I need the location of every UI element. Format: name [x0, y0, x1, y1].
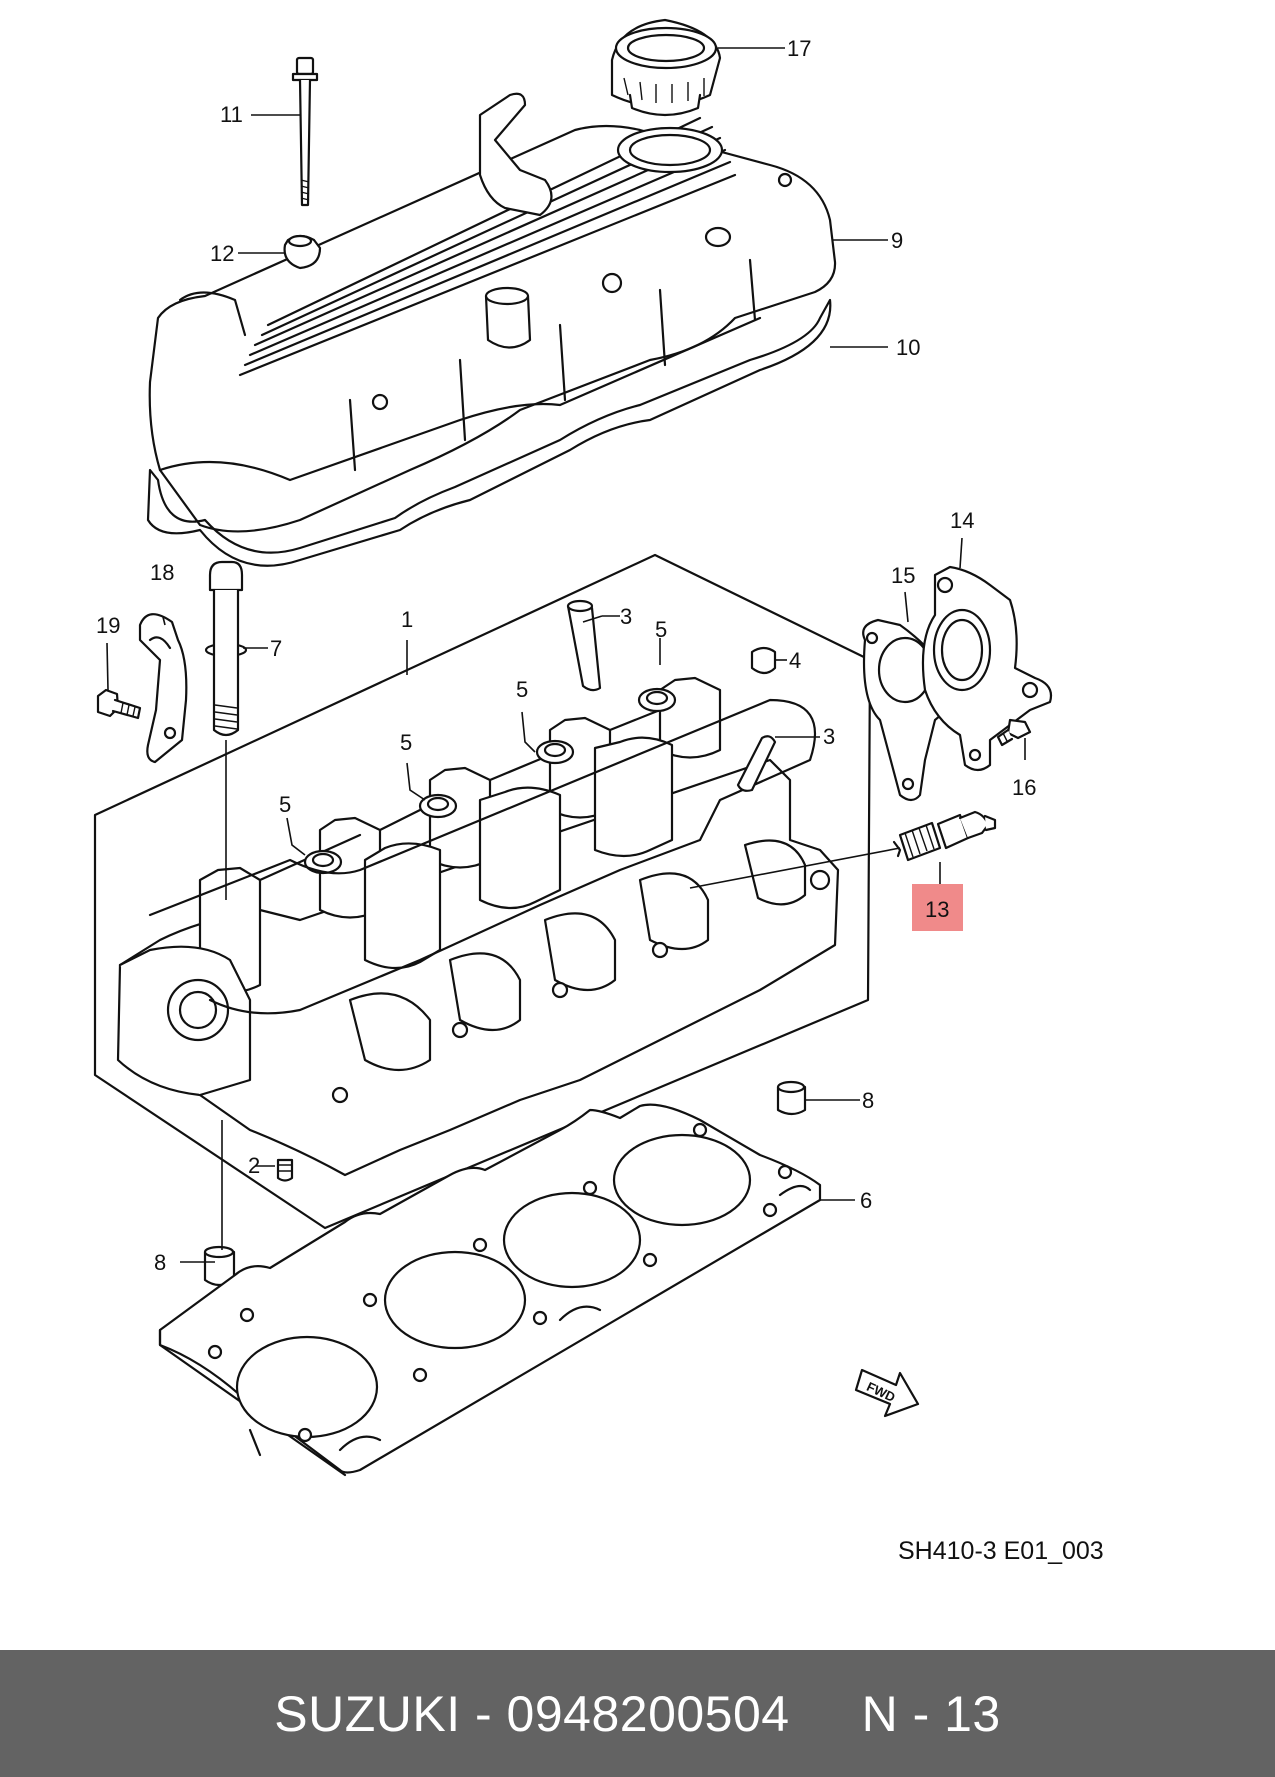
- callout-labels: 17 11 12 9 10 1 3 5 4 5 3 5 5 7 18 19 15…: [96, 36, 1036, 1275]
- callout-19: 19: [96, 613, 120, 638]
- bracket-bolt: [96, 688, 142, 720]
- spark-plug-seals: [303, 687, 677, 875]
- cylinder-head-block: [93, 553, 872, 1230]
- callout-8-right: 8: [862, 1088, 874, 1113]
- callout-5-b: 5: [516, 677, 528, 702]
- highlighted-callout-13: 13: [912, 884, 963, 931]
- dowel-pin-8-left: [203, 1245, 236, 1287]
- callout-6: 6: [860, 1188, 872, 1213]
- cylinder-head-cover: [148, 92, 837, 533]
- cover-bolt: [291, 56, 319, 207]
- drawing-code: SH410-3 E01_003: [898, 1537, 1104, 1565]
- callout-14: 14: [950, 508, 974, 533]
- callout-11: 11: [220, 102, 243, 127]
- thermostat-housing: [921, 565, 1053, 772]
- plug-3-upper: [566, 599, 602, 692]
- callout-10: 10: [896, 335, 920, 360]
- cover-grommet: [283, 234, 322, 270]
- leader-lines: [106, 47, 1026, 1263]
- callout-4: 4: [789, 648, 801, 673]
- callout-17: 17: [787, 36, 811, 61]
- plug-2: [276, 1158, 294, 1182]
- callout-18: 18: [150, 560, 174, 585]
- dowel-pin-8-right: [776, 1080, 807, 1116]
- head-bolt: [204, 560, 248, 737]
- callout-3-lower: 3: [823, 724, 835, 749]
- callout-8-left: 8: [154, 1250, 166, 1275]
- callout-16: 16: [1012, 775, 1036, 800]
- cover-gasket: [146, 298, 832, 567]
- bracket: [138, 613, 188, 764]
- callout-9: 9: [891, 228, 903, 253]
- callout-5-d: 5: [279, 792, 291, 817]
- callout-13: 13: [925, 897, 949, 922]
- spark-plug: [892, 810, 997, 862]
- plug-4: [750, 646, 777, 675]
- part-number-footer: SUZUKI - 0948200504 N - 13: [0, 1650, 1275, 1777]
- callout-2: 2: [248, 1153, 260, 1178]
- exploded-parts-diagram: FWD 17 11 12 9 10 1: [93, 18, 1053, 1477]
- callout-7: 7: [270, 636, 282, 661]
- plug-3-lower: [736, 735, 777, 792]
- callout-15: 15: [891, 563, 915, 588]
- callout-5-c: 5: [400, 730, 412, 755]
- callout-12: 12: [210, 241, 234, 266]
- housing-bolt: [996, 718, 1032, 747]
- callout-3-upper: 3: [620, 604, 632, 629]
- fwd-arrow: FWD: [854, 1368, 920, 1418]
- callout-1: 1: [401, 607, 413, 632]
- head-gasket: [158, 1103, 822, 1477]
- oil-filler-cap: [610, 18, 722, 117]
- part-number-text: SUZUKI - 0948200504 N - 13: [274, 1685, 1001, 1742]
- callout-5-a: 5: [655, 617, 667, 642]
